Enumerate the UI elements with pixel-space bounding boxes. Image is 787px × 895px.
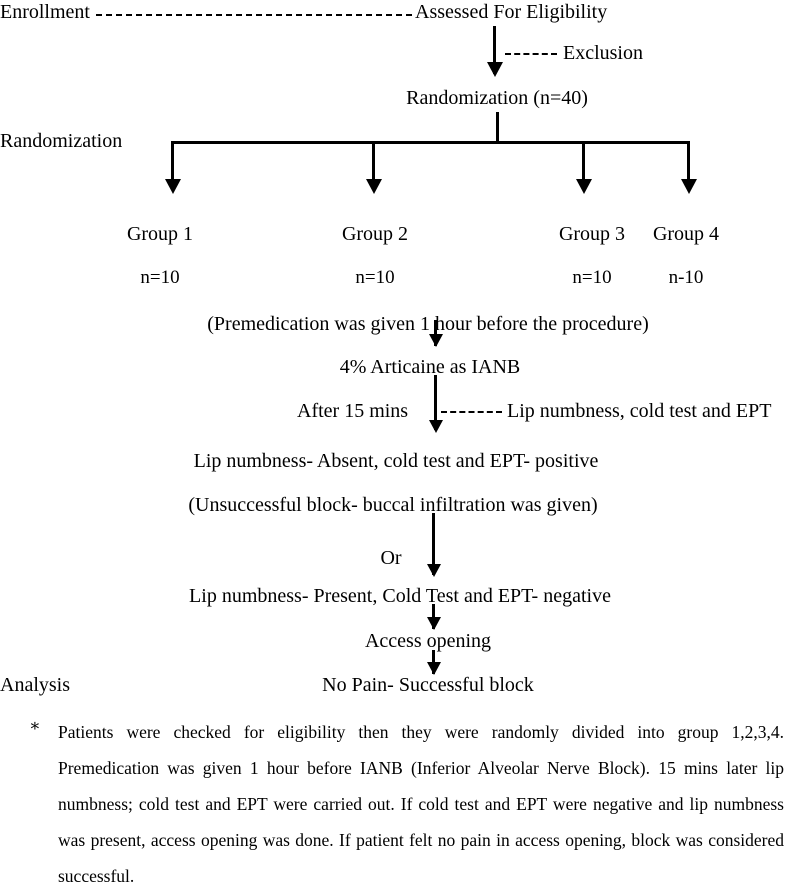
node-assessed-for-eligibility: Assessed For Eligibility xyxy=(415,1,608,23)
group-n-1: n=10 xyxy=(140,267,180,288)
node-or: Or xyxy=(380,547,402,569)
node-lip-numbness-present: Lip numbness- Present, Cold Test and EPT… xyxy=(189,585,611,607)
group-n-4: n-10 xyxy=(668,267,704,288)
group-n-3: n=10 xyxy=(572,267,612,288)
stage-label-enrollment: Enrollment xyxy=(0,1,90,23)
branch-stem-group-1 xyxy=(171,141,174,184)
arrow-articaine-to-absent-stem xyxy=(434,375,437,430)
node-access-opening: Access opening xyxy=(364,630,492,652)
branch-stem-group-2 xyxy=(372,141,375,184)
arrow-unsuccessful-to-present-stem xyxy=(432,513,435,575)
node-premedication: (Premedication was given 1 hour before t… xyxy=(207,313,649,335)
branch-arrowhead-group-2 xyxy=(365,179,382,194)
arrow-access-to-nopain-head xyxy=(426,662,441,675)
group-label-2: Group 2 xyxy=(341,223,409,245)
arrow-premedication-to-articaine-stem xyxy=(434,320,437,346)
arrow-unsuccessful-to-present-head xyxy=(426,564,441,577)
stage-label-randomization: Randomization xyxy=(0,130,123,152)
arrow-articaine-to-absent-head xyxy=(428,420,443,433)
group-label-1: Group 1 xyxy=(126,223,194,245)
tests-dashed-connector xyxy=(441,411,502,413)
arrow-present-to-access-stem xyxy=(432,604,435,629)
node-unsuccessful-block: (Unsuccessful block- buccal infiltration… xyxy=(188,494,598,516)
branch-stem-group-4 xyxy=(687,141,690,184)
group-label-4: Group 4 xyxy=(652,223,720,245)
node-articaine: 4% Articaine as IANB xyxy=(339,356,521,378)
branch-arrowhead-group-3 xyxy=(575,179,592,194)
arrow-assessed-to-randomization-stem xyxy=(493,26,496,74)
arrow-present-to-access-head xyxy=(426,617,441,630)
enrollment-dashed-connector xyxy=(96,14,412,16)
branch-arrowhead-group-4 xyxy=(680,179,697,194)
node-lip-numbness-absent: Lip numbness- Absent, cold test and EPT-… xyxy=(193,450,599,472)
group-n-2: n=10 xyxy=(355,267,395,288)
node-exclusion: Exclusion xyxy=(563,42,643,64)
exclusion-dashed-connector xyxy=(505,53,557,55)
footnote-text: Patients were checked for eligibility th… xyxy=(58,722,784,886)
footnote-marker: ∗ xyxy=(29,716,41,735)
node-lip-numbness-cold-test-ept: Lip numbness, cold test and EPT xyxy=(507,400,772,422)
arrow-assessed-to-randomization-head xyxy=(486,62,503,77)
node-after-15-mins: After 15 mins xyxy=(297,400,409,422)
branch-arrowhead-group-1 xyxy=(164,179,181,194)
stage-label-analysis: Analysis xyxy=(0,674,70,696)
group-label-3: Group 3 xyxy=(558,223,626,245)
branch-stem-group-3 xyxy=(582,141,585,184)
randomization-branch-bus xyxy=(171,141,690,144)
node-randomization-n: Randomization (n=40) xyxy=(406,87,588,109)
randomization-trunk-stem xyxy=(496,112,499,143)
node-no-pain-successful-block: No Pain- Successful block xyxy=(322,674,534,696)
arrow-premedication-to-articaine-head xyxy=(428,334,443,347)
